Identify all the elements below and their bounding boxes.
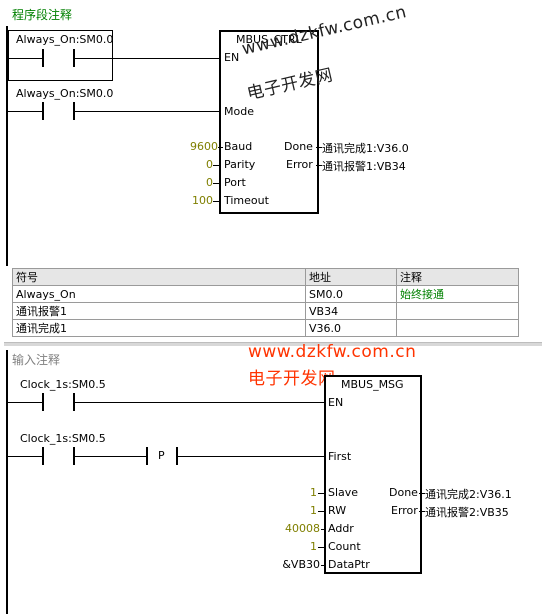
pin-baud: Baud [224, 140, 253, 153]
pin-timeout: Timeout [224, 194, 269, 207]
pin-mode: Mode [224, 105, 254, 118]
pin-first: First [328, 450, 352, 463]
symbol-table: 符号 地址 注释 Always_On SM0.0 始终接通 通讯报警1 VB34… [12, 268, 519, 337]
pin-en: EN [328, 396, 344, 409]
wire [316, 147, 322, 148]
pin-parity: Parity [224, 158, 256, 171]
mbus-ctrl-block[interactable] [219, 30, 319, 214]
param-parity-value[interactable]: 0 [206, 158, 213, 171]
watermark-name-mid: 电子开发网 [248, 369, 336, 389]
contact2-right-bar[interactable] [73, 102, 75, 120]
param-rw-value[interactable]: 1 [310, 504, 317, 517]
wire [316, 165, 322, 166]
wire [75, 58, 220, 59]
wire [75, 456, 146, 457]
wire [8, 456, 42, 457]
contact1-left-bar[interactable] [42, 49, 44, 67]
table-row[interactable]: 通讯报警1 VB34 [12, 302, 519, 320]
cell-address: V36.0 [305, 319, 397, 337]
header-symbol: 符号 [12, 268, 306, 286]
header-address: 地址 [305, 268, 397, 286]
cell-symbol: Always_On [12, 285, 306, 303]
cell-address: VB34 [305, 302, 397, 320]
param-baud-value[interactable]: 9600 [190, 140, 218, 153]
wire [8, 58, 42, 59]
cell-comment [396, 319, 519, 337]
wire [8, 402, 42, 403]
p-contact-label[interactable]: P [158, 449, 165, 462]
pin-slave: Slave [328, 486, 359, 499]
wire [178, 456, 325, 457]
param-dataptr-value[interactable]: &VB30 [282, 558, 320, 571]
pin-port: Port [224, 176, 246, 189]
mbus-msg-title: MBUS_MSG [341, 378, 404, 391]
p-right-bar[interactable] [176, 447, 178, 465]
output-done-2[interactable]: 通讯完成2:V36.1 [425, 488, 512, 501]
wire [321, 529, 326, 530]
wire [213, 183, 221, 184]
cell-comment [396, 302, 519, 320]
wire [318, 547, 326, 548]
pin-en: EN [224, 51, 240, 64]
wire [419, 493, 425, 494]
header-comment: 注释 [396, 268, 519, 286]
pin-count: Count [328, 540, 361, 553]
contact2-left-bar[interactable] [42, 102, 44, 120]
wire [218, 147, 223, 148]
n2-contact1-right-bar[interactable] [73, 393, 75, 411]
pin-error: Error [391, 504, 418, 517]
pin-rw: RW [328, 504, 347, 517]
symbol-table-header: 符号 地址 注释 [12, 268, 519, 286]
pin-done: Done [389, 486, 418, 499]
wire [213, 165, 221, 166]
left-power-rail-1 [6, 26, 8, 266]
watermark-url-mid: www.dzkfw.com.cn [248, 342, 417, 362]
pin-addr: Addr [328, 522, 354, 535]
param-timeout-value[interactable]: 100 [192, 194, 213, 207]
contact2-label[interactable]: Always_On:SM0.0 [16, 87, 114, 100]
network-separator [4, 342, 542, 346]
network2-comment: 输入注释 [12, 353, 61, 367]
pin-error: Error [286, 158, 313, 171]
output-error-2[interactable]: 通讯报警2:VB35 [425, 506, 509, 519]
cell-address: SM0.0 [305, 285, 397, 303]
output-error-1[interactable]: 通讯报警1:VB34 [322, 160, 406, 173]
param-slave-value[interactable]: 1 [310, 486, 317, 499]
selection-box [8, 30, 113, 81]
n2-contact2-left-bar[interactable] [42, 447, 44, 465]
cell-symbol: 通讯报警1 [12, 302, 306, 320]
table-row[interactable]: 通讯完成1 V36.0 [12, 319, 519, 337]
wire [318, 493, 326, 494]
cell-symbol: 通讯完成1 [12, 319, 306, 337]
output-done-1[interactable]: 通讯完成1:V36.0 [322, 142, 409, 155]
wire [318, 511, 326, 512]
wire [75, 402, 325, 403]
param-count-value[interactable]: 1 [310, 540, 317, 553]
left-power-rail-2 [6, 350, 8, 614]
network1-comment: 程序段注释 [12, 8, 73, 22]
contact1-right-bar[interactable] [73, 49, 75, 67]
mbus-msg-block[interactable] [324, 375, 422, 574]
n2-contact2-label[interactable]: Clock_1s:SM0.5 [20, 432, 106, 445]
wire [75, 111, 220, 112]
wire [8, 111, 42, 112]
wire [419, 511, 425, 512]
pin-done: Done [284, 140, 313, 153]
param-addr-value[interactable]: 40008 [285, 522, 320, 535]
n2-contact2-right-bar[interactable] [73, 447, 75, 465]
n2-contact1-left-bar[interactable] [42, 393, 44, 411]
param-port-value[interactable]: 0 [206, 176, 213, 189]
mbus-ctrl-title: MBUS_CTRL [236, 33, 302, 46]
wire [213, 201, 221, 202]
contact1-label[interactable]: Always_On:SM0.0 [16, 33, 114, 46]
p-left-bar[interactable] [146, 447, 148, 465]
pin-dataptr: DataPtr [328, 558, 370, 571]
wire [321, 565, 326, 566]
n2-contact1-label[interactable]: Clock_1s:SM0.5 [20, 378, 106, 391]
cell-comment: 始终接通 [396, 285, 519, 303]
table-row[interactable]: Always_On SM0.0 始终接通 [12, 285, 519, 303]
